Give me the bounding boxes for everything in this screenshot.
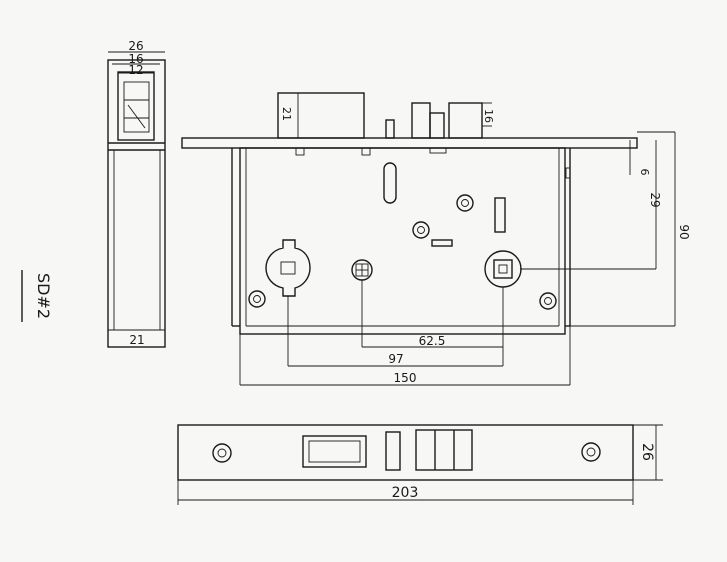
aux-slot: [385, 431, 401, 471]
dim-latch-16: 16: [482, 109, 495, 123]
dim-62-5: 62.5: [419, 334, 446, 348]
latch-opening: [415, 429, 473, 471]
faceplate-view: 26 203: [177, 424, 663, 505]
dim-side-21: 21: [129, 333, 144, 347]
dim-90: 90: [677, 224, 691, 239]
screw-icon: [539, 292, 557, 310]
front-dimensions: 6 29 90 62.5 97 150: [239, 131, 691, 386]
front-faceplate: [181, 137, 638, 149]
dim-side-16: 16: [128, 52, 143, 66]
model-code-label: SD#2: [34, 273, 53, 319]
front-case: [239, 147, 566, 335]
dim-150: 150: [394, 371, 417, 385]
dim-plate-26: 26: [639, 443, 655, 461]
front-latch: [448, 102, 483, 139]
cylinder-hole: [265, 239, 311, 297]
side-view: 26 16 12 21: [107, 39, 166, 348]
screw-icon: [412, 221, 430, 239]
screw-icon: [212, 443, 232, 463]
dim-29: 29: [648, 192, 662, 207]
dim-6: 6: [638, 169, 651, 176]
screw-icon: [248, 290, 266, 308]
dim-plate-203: 203: [392, 485, 419, 501]
spindle-hub: [484, 250, 522, 288]
dim-side-12: 12: [128, 63, 143, 77]
screw-icon: [456, 194, 474, 212]
model-code: SD#2: [34, 273, 53, 319]
dim-side-26: 26: [128, 39, 143, 53]
dim-bolt-21: 21: [280, 107, 293, 121]
dim-97: 97: [388, 352, 403, 366]
side-bolt: [117, 71, 155, 141]
front-view: 21 16: [181, 92, 638, 335]
bolt-opening: [302, 435, 367, 468]
side-body: [107, 59, 166, 348]
screw-icon: [581, 442, 601, 462]
front-deadbolt: [277, 92, 365, 139]
faceplate-plate: [177, 424, 634, 481]
